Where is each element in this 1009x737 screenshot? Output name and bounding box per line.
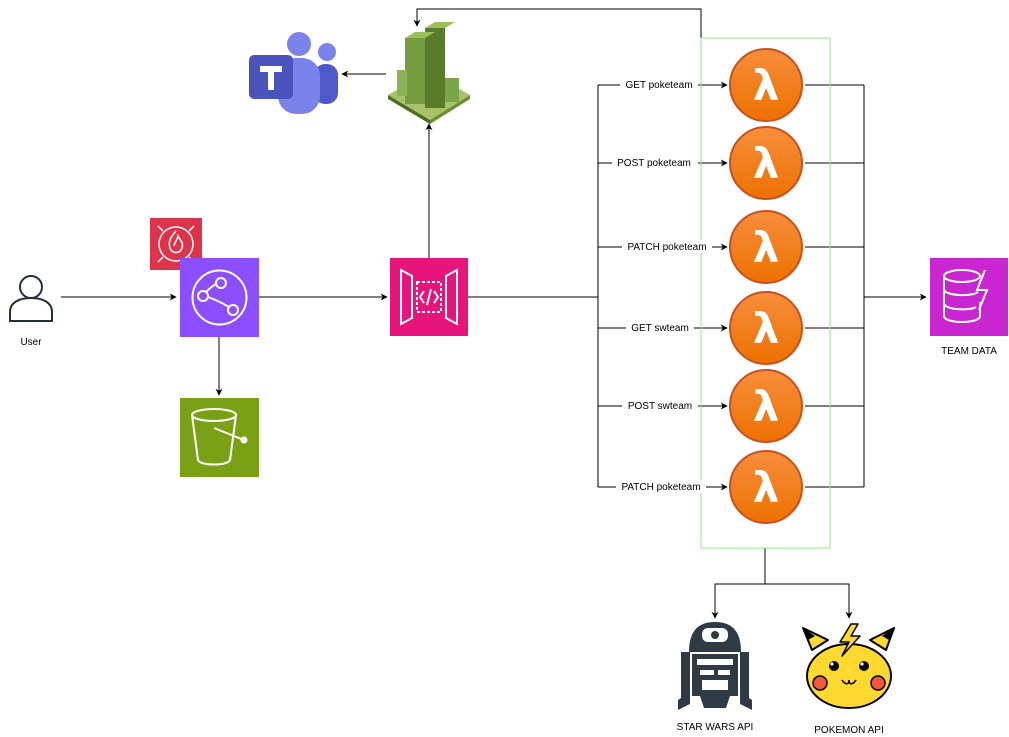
route-labels: GET poketeam POST poketeam PATCH poketea… — [612, 78, 712, 493]
api-gateway-node[interactable] — [390, 258, 468, 336]
star-wars-api-label: STAR WARS API — [677, 722, 754, 733]
pokemon-api-label: POKEMON API — [814, 725, 883, 736]
microsoft-teams-icon — [249, 32, 338, 114]
lambda-node[interactable]: λ — [729, 126, 803, 200]
lambda-group-border — [700, 37, 831, 549]
lambda-symbol: λ — [753, 223, 780, 272]
cloudfront-symbol — [191, 269, 248, 326]
user-icon — [9, 275, 53, 322]
user-node[interactable]: User — [9, 275, 53, 348]
route-label: GET swteam — [631, 323, 689, 334]
lambda-icon — [729, 450, 803, 524]
lambda-symbol: λ — [753, 382, 780, 431]
lambda-icon — [729, 48, 803, 122]
edge-lambdas-cloudwatch — [413, 8, 702, 38]
route-label: GET poketeam — [625, 80, 692, 91]
s3-node[interactable] — [180, 398, 259, 477]
lambda-symbol: λ — [753, 61, 780, 110]
r2d2-icon — [678, 622, 752, 710]
dynamodb-symbol — [943, 269, 989, 323]
lambda-icon — [729, 291, 803, 365]
lambda-node[interactable]: λ — [729, 369, 803, 443]
lambda-icon — [729, 126, 803, 200]
pikachu-icon — [802, 623, 895, 709]
lambda-icon — [729, 210, 803, 284]
waf-symbol — [157, 225, 195, 263]
edge-to-pokemon — [765, 583, 853, 619]
route-label: POST swteam — [628, 401, 692, 412]
lambda-icon — [729, 369, 803, 443]
route-label: PATCH poketeam — [627, 242, 706, 253]
api-gateway-symbol — [400, 268, 458, 326]
dynamodb-node[interactable]: TEAM DATA — [930, 258, 1008, 357]
lambda-symbol: λ — [753, 304, 780, 353]
lambda-symbol: λ — [753, 139, 780, 188]
cloudwatch-icon — [388, 22, 470, 124]
lambda-node[interactable]: λ — [729, 210, 803, 284]
pokemon-api-node[interactable]: POKEMON API — [802, 623, 895, 736]
lambda-functions: λ λ λ λ λ λ — [729, 48, 803, 524]
lambda-node[interactable]: λ — [729, 291, 803, 365]
s3-bucket-symbol — [191, 408, 248, 466]
route-label: PATCH poketeam — [621, 482, 700, 493]
teams-node[interactable] — [249, 32, 338, 114]
lambda-symbol: λ — [753, 463, 780, 512]
lambda-node[interactable]: λ — [729, 450, 803, 524]
dynamodb-label: TEAM DATA — [941, 346, 997, 357]
edge-to-starwars — [711, 583, 765, 619]
user-label: User — [20, 337, 42, 348]
lambda-node[interactable]: λ — [729, 48, 803, 122]
route-label: POST poketeam — [617, 158, 691, 169]
star-wars-api-node[interactable]: STAR WARS API — [677, 622, 754, 733]
cloudwatch-node[interactable] — [388, 22, 470, 124]
cloudfront-node[interactable] — [180, 258, 259, 337]
